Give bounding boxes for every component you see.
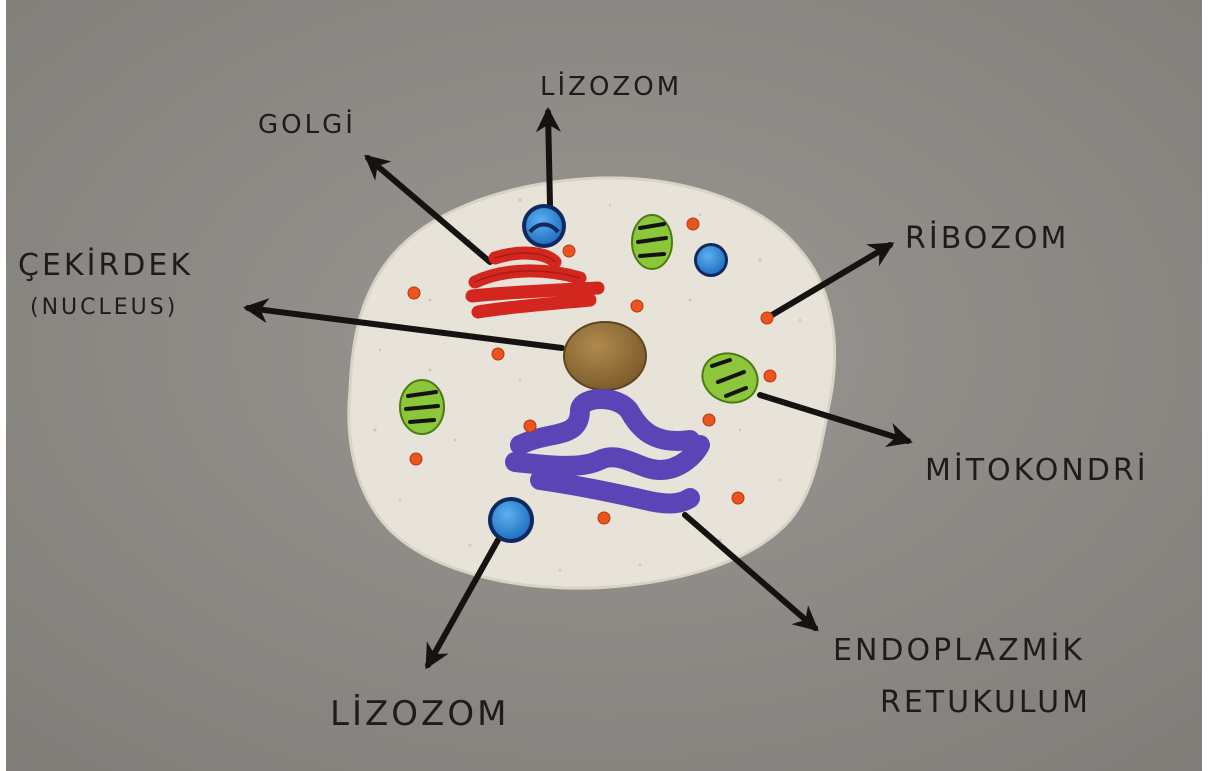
ribosome [408, 287, 420, 299]
ribosome [703, 414, 715, 426]
label-nucleus: (NUCLEUS) [30, 295, 178, 320]
ribosome [598, 512, 610, 524]
ribosome [764, 370, 776, 382]
ribosome [524, 420, 536, 432]
label-golgi: GOLGİ [258, 108, 356, 140]
label-ribozom: RİBOZOM [905, 220, 1069, 256]
ribosome [687, 218, 699, 230]
mitochondrion-left [400, 380, 444, 434]
label-lizozom-top: LİZOZOM [540, 70, 682, 102]
ribosome [732, 492, 744, 504]
ribosome [410, 453, 422, 465]
mitochondrion-top [632, 215, 672, 269]
lysosome-top [522, 204, 566, 248]
ribosome [631, 300, 643, 312]
arrow-lizozom-top [548, 112, 550, 205]
nucleus [564, 322, 646, 390]
label-retikulum: RETUKULUM [880, 685, 1091, 720]
ribosome [492, 348, 504, 360]
label-mitokondri: MİTOKONDRİ [925, 452, 1149, 488]
label-lizozom-bottom: LİZOZOM [330, 694, 509, 734]
lysosome-right [694, 243, 728, 277]
ribosome [563, 245, 575, 257]
label-endoplazmik: ENDOPLAZMİK [833, 632, 1085, 668]
ribosome [761, 312, 773, 324]
lysosome-bottom [488, 497, 534, 543]
label-cekirdek: ÇEKİRDEK [18, 247, 193, 283]
